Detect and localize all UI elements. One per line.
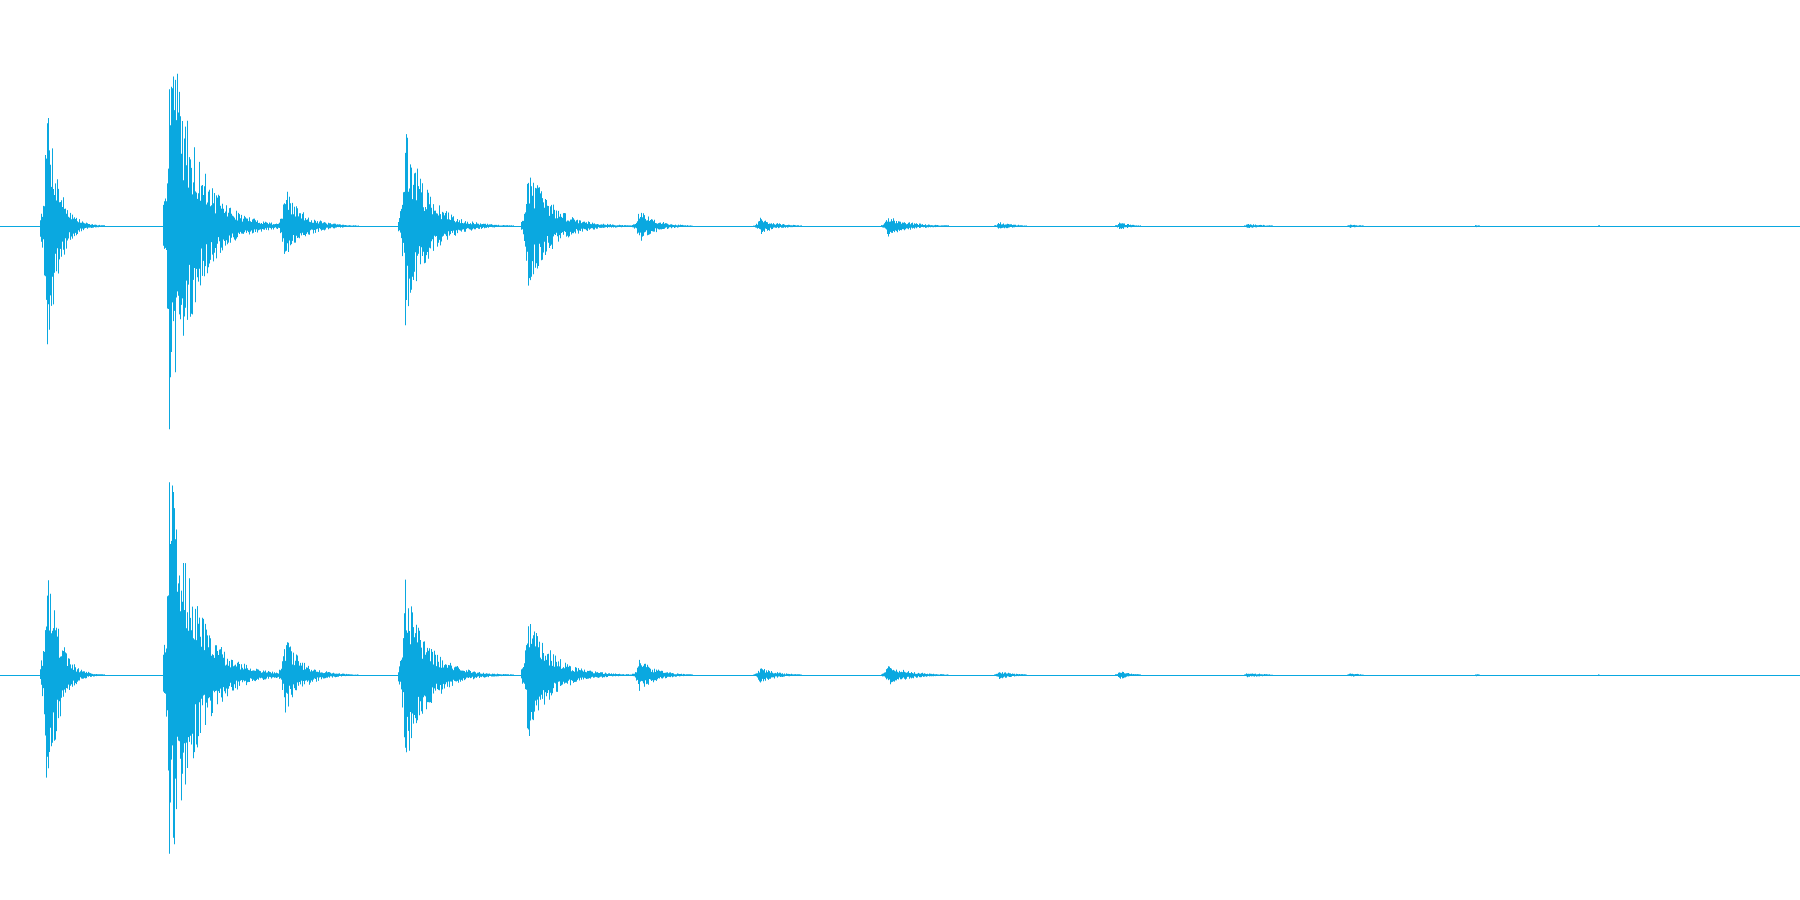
- waveform-channel-left: [0, 73, 1800, 430]
- waveform-trace-right: [40, 482, 1600, 854]
- waveform-trace-left: [40, 73, 1600, 430]
- waveform-channel-right: [0, 482, 1800, 854]
